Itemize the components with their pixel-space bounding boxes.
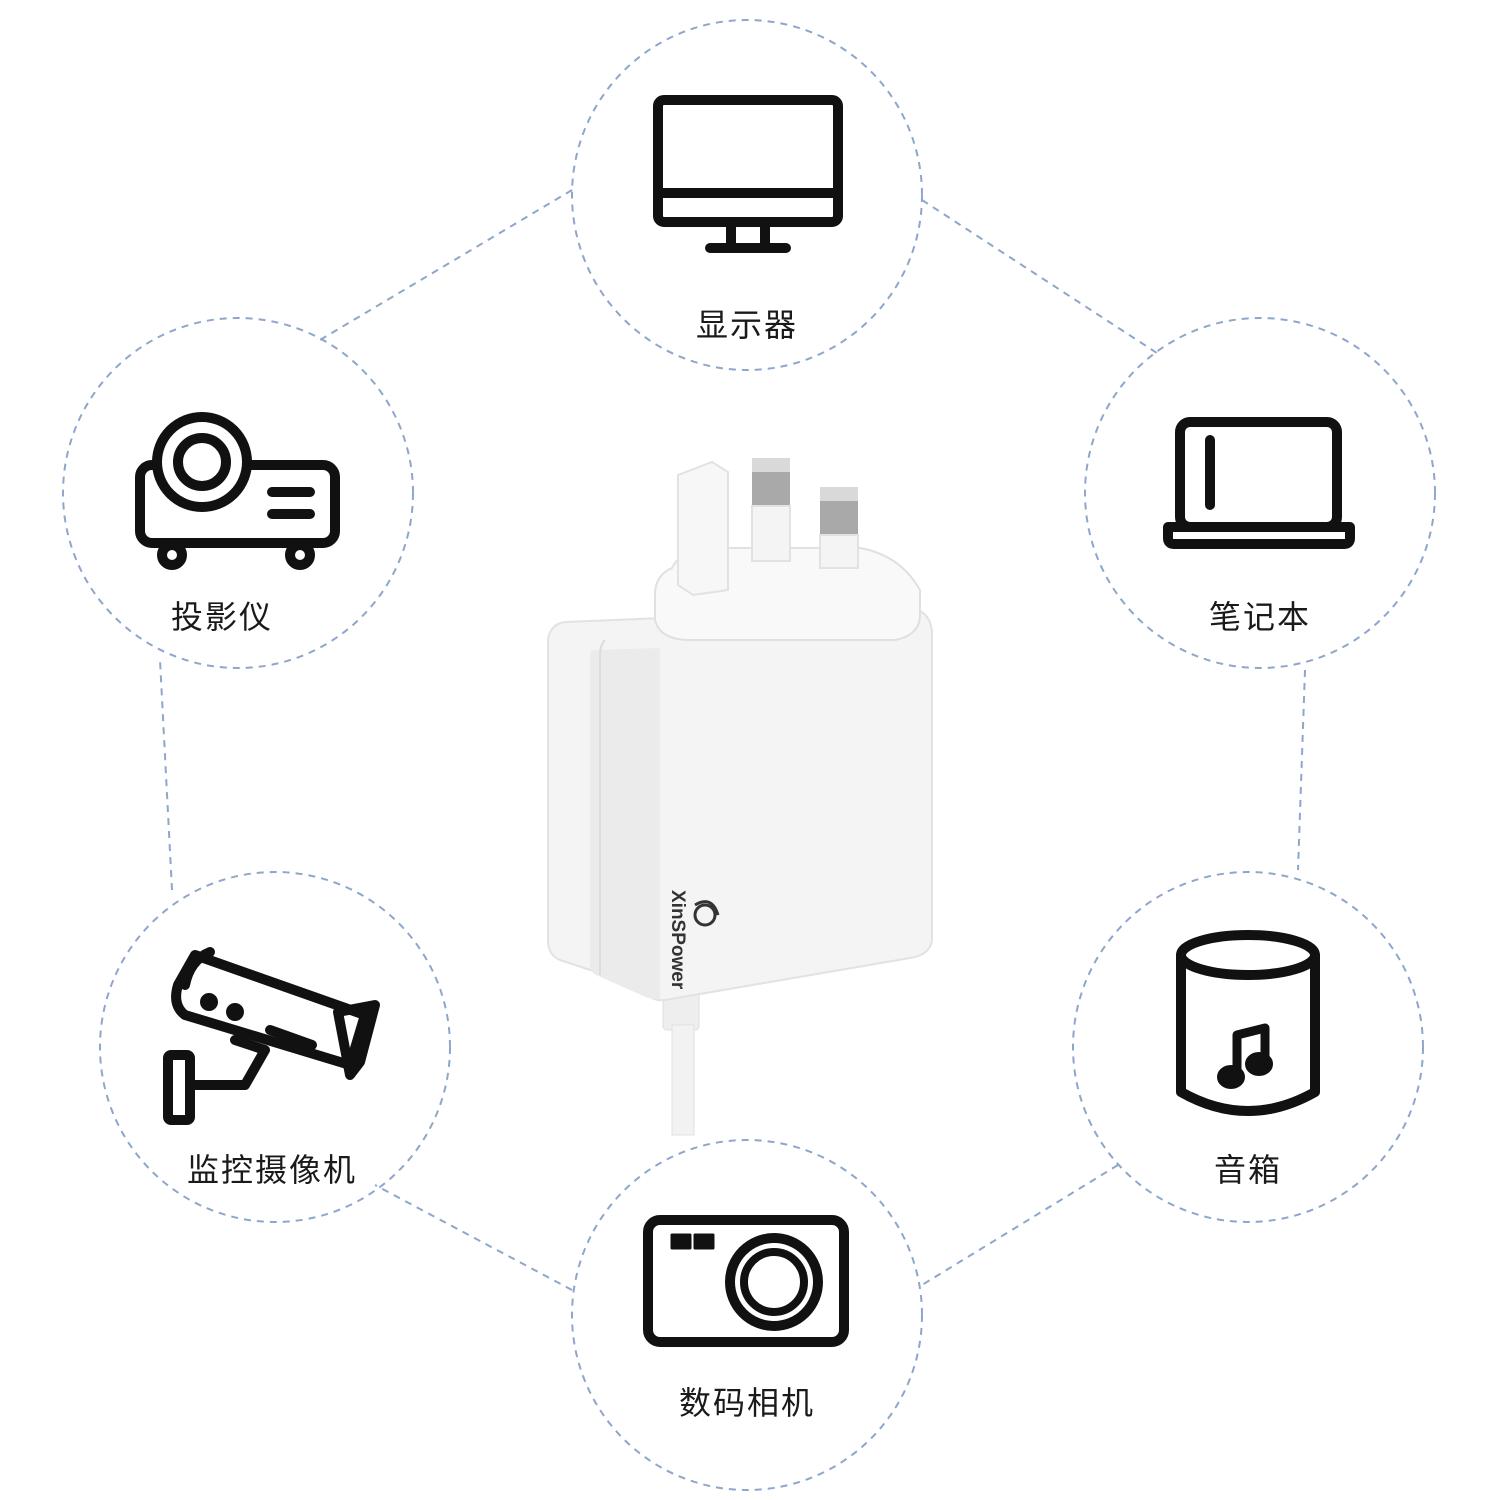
- laptop-circle: [1084, 317, 1436, 669]
- device-label-laptop: 笔记本: [1208, 598, 1312, 636]
- device-label-camera: 数码相机: [678, 1384, 816, 1422]
- speaker-circle: [1072, 871, 1424, 1223]
- brand-text: XinSPower: [667, 890, 688, 990]
- brand-logo: [693, 900, 720, 927]
- connector-line: [159, 189, 1306, 1291]
- camera-circle: [571, 1139, 923, 1491]
- plug-neutral-pin: [819, 487, 859, 569]
- monitor-circle: [571, 19, 923, 371]
- projector-circle: [62, 317, 414, 669]
- speaker-icon: [1176, 930, 1320, 1116]
- device-label-projector: 投影仪: [170, 598, 274, 636]
- power-adapter: XinSPower: [547, 458, 933, 1002]
- projector-icon: [135, 412, 340, 570]
- device-label-cctv: 监控摄像机: [186, 1151, 358, 1189]
- plug-live-pin: [751, 458, 791, 562]
- plug-earth-pin: [677, 460, 729, 597]
- adapter-cable: [662, 989, 700, 1136]
- cctv-camera-icon: [163, 947, 380, 1125]
- device-label-speaker: 音箱: [1213, 1151, 1283, 1189]
- laptop-icon: [1163, 417, 1355, 549]
- device-label-monitor: 显示器: [695, 306, 799, 344]
- monitor-icon: [653, 95, 843, 253]
- cctv-circle: [99, 871, 451, 1223]
- camera-icon: [643, 1215, 849, 1347]
